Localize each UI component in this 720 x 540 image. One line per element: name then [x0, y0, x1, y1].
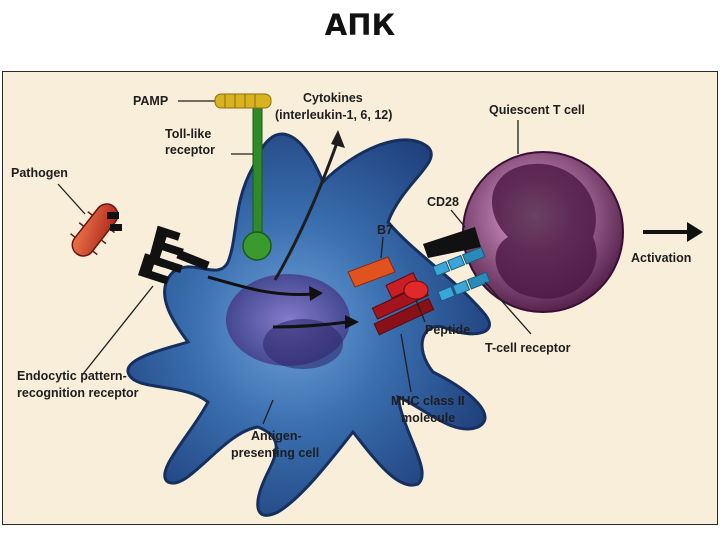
cytokines-label: Cytokines — [303, 91, 363, 105]
activation-arrow — [643, 222, 703, 242]
pamp-molecule — [178, 93, 272, 109]
apc-diagram: PAMP Toll-like receptor Cytokines (inter… — [2, 71, 718, 525]
mhc-class-ii — [371, 271, 435, 393]
activation-label: Activation — [631, 251, 691, 265]
b7-label: B7 — [377, 223, 393, 237]
cd28-label: CD28 — [427, 195, 459, 209]
apc-label-2: presenting cell — [231, 446, 319, 460]
endocytic-label: Endocytic pattern- — [17, 369, 127, 383]
cytokines-label-2: (interleukin-1, 6, 12) — [275, 108, 392, 122]
apc-label: Antigen- — [251, 429, 302, 443]
internal-arrows — [207, 275, 359, 329]
pathogen — [57, 183, 122, 257]
slide-title: АПК — [324, 8, 396, 42]
peptide-ball — [403, 280, 429, 300]
pamp-label: PAMP — [133, 94, 168, 108]
leader-lines — [262, 120, 519, 425]
endocytic-label-2: recognition receptor — [17, 386, 139, 400]
pathogen-label: Pathogen — [11, 166, 68, 180]
t-cell-receptor-label: T-cell receptor — [485, 341, 571, 355]
t-cell-receptor — [432, 246, 532, 335]
quiescent-t-cell-label: Quiescent T cell — [489, 103, 585, 117]
cd28-receptor — [423, 209, 481, 258]
b7-molecule — [347, 236, 396, 288]
peptide-label: Peptide — [425, 323, 470, 337]
mhc-label: MHC class II — [391, 394, 465, 408]
endocytic-receptor — [82, 225, 210, 375]
mhc-label-2: molecule — [401, 411, 455, 425]
toll-like-label-2: receptor — [165, 143, 215, 157]
toll-like-label: Toll-like — [165, 127, 211, 141]
cytokines-arrow — [273, 130, 345, 281]
quiescent-t-cell — [462, 151, 624, 313]
